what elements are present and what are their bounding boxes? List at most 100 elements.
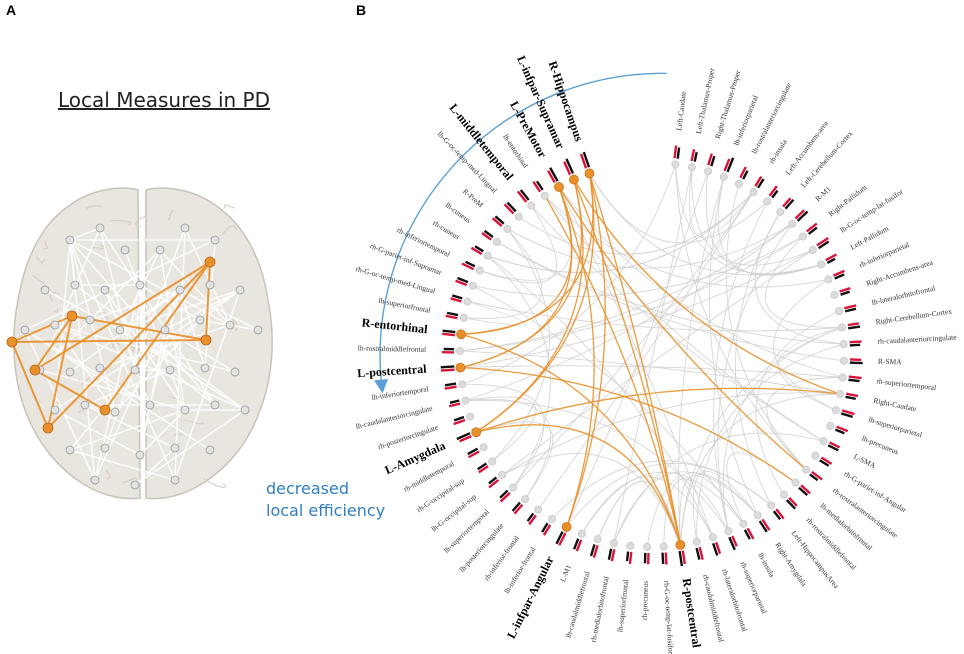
node-bar-red xyxy=(499,491,511,503)
ring-node-dot xyxy=(466,412,475,421)
node-bar-black xyxy=(758,520,768,533)
node-bar-red xyxy=(715,541,722,555)
brain-edge xyxy=(24,329,96,481)
node-bar-black xyxy=(834,428,845,435)
brain-node xyxy=(40,285,50,295)
node-bar-red xyxy=(461,262,475,271)
connectome-edge xyxy=(476,421,554,500)
connectome-edge xyxy=(678,176,725,545)
brain-edge xyxy=(69,239,176,481)
highlight-edge xyxy=(460,186,573,369)
node-bar-red xyxy=(442,332,456,337)
node-bar-black xyxy=(848,378,860,383)
node-bar-red xyxy=(820,456,833,465)
node-bar-black xyxy=(451,294,463,300)
node-label: rh-superiortemporal xyxy=(876,376,937,392)
node-label: rh-cuneus xyxy=(431,218,461,241)
highlighted-node xyxy=(456,329,467,340)
node-bar-red xyxy=(690,148,696,162)
ring-node-dot xyxy=(838,323,847,332)
node-bar-black xyxy=(809,473,819,482)
ring-node-dot xyxy=(503,224,512,233)
connectome-edge xyxy=(459,223,793,352)
node-bar-red xyxy=(444,385,457,390)
node-bar-black xyxy=(743,529,751,540)
node-bar-black xyxy=(506,201,517,213)
node-label: L-infpar-Angular xyxy=(504,553,557,641)
ring-node: Right-Pallidum xyxy=(799,183,869,241)
node-bar-black xyxy=(728,536,736,551)
node-bar-red xyxy=(610,549,616,562)
ring-node-dot xyxy=(468,281,477,290)
ring-node: rh-superiortemporal xyxy=(838,373,937,392)
node-bar-red xyxy=(806,222,818,233)
connectome-edge xyxy=(717,223,793,532)
connectome-edge xyxy=(581,471,744,534)
ring-node: R-PreM xyxy=(461,187,512,233)
highlighted-node xyxy=(554,182,564,192)
highlight-edge xyxy=(558,186,807,471)
connectome-edge xyxy=(518,191,754,255)
node-bar-red xyxy=(746,527,755,540)
brain-node xyxy=(120,245,130,255)
ring-node-dot xyxy=(835,389,844,398)
node-bar-red xyxy=(563,161,572,176)
node-bar-red xyxy=(445,314,458,320)
node-bar-red xyxy=(532,181,542,193)
node-bar-black xyxy=(442,329,456,334)
connectome-edge xyxy=(463,228,543,319)
node-bar-red xyxy=(547,170,556,184)
node-label: R-PreM xyxy=(461,187,485,210)
connectome-edge xyxy=(717,176,822,276)
node-bar-red xyxy=(592,545,599,558)
node-bar-red xyxy=(707,153,713,166)
connectome-edge xyxy=(465,396,537,462)
brain-edge xyxy=(174,227,186,481)
connectome-edge xyxy=(491,228,550,462)
node-bar-black xyxy=(494,215,505,225)
ring-node-dot xyxy=(692,537,701,546)
node-label: rh-caudalanteriorcingulate xyxy=(877,332,957,345)
connectome-edge xyxy=(487,255,551,488)
brain-highlight-edge xyxy=(34,261,211,371)
ring-node-dot xyxy=(819,437,828,446)
note-line-2: local efficiency xyxy=(266,501,386,520)
connectome-edge xyxy=(487,255,714,538)
gyrus-line xyxy=(43,240,49,250)
brain-node xyxy=(65,235,75,245)
node-bar-red xyxy=(723,158,731,172)
node-bar-black xyxy=(582,151,591,168)
connectome-edge xyxy=(465,399,551,500)
node-bar-black xyxy=(535,180,544,191)
node-bar-red xyxy=(825,253,837,262)
highlight-edge xyxy=(565,173,606,528)
ring-node-dot xyxy=(831,406,840,415)
node-bar-red xyxy=(503,203,515,215)
brain-node xyxy=(135,450,145,460)
ring-node-dot xyxy=(659,542,668,551)
brain-highlight-edge xyxy=(205,261,211,341)
node-bar-black xyxy=(827,444,839,452)
connectome-edge xyxy=(462,164,676,385)
node-bar-red xyxy=(481,232,492,241)
connectome-edge xyxy=(777,327,843,411)
node-bar-black xyxy=(456,432,471,441)
node-bar-red xyxy=(440,368,455,372)
node-bar-black xyxy=(483,229,494,239)
ring-node-dot xyxy=(492,237,501,246)
node-bar-black xyxy=(511,501,521,512)
ring-node-dot xyxy=(463,297,472,306)
node-bar-red xyxy=(448,402,461,408)
brain-node xyxy=(95,223,105,233)
ring-node-dot xyxy=(527,201,536,210)
node-label: lh-caudalmiddlefrontal xyxy=(564,570,592,638)
ring-node-dot xyxy=(838,373,847,382)
connectome-edge xyxy=(467,301,843,332)
connectome-edge xyxy=(487,191,754,273)
ring-node: rh-G-oc-temp-lat-fusifor xyxy=(659,542,676,654)
node-bar-black xyxy=(499,489,509,499)
brain-edge xyxy=(69,239,96,481)
ring-node-dot xyxy=(817,260,826,269)
node-bar-black xyxy=(565,158,575,174)
